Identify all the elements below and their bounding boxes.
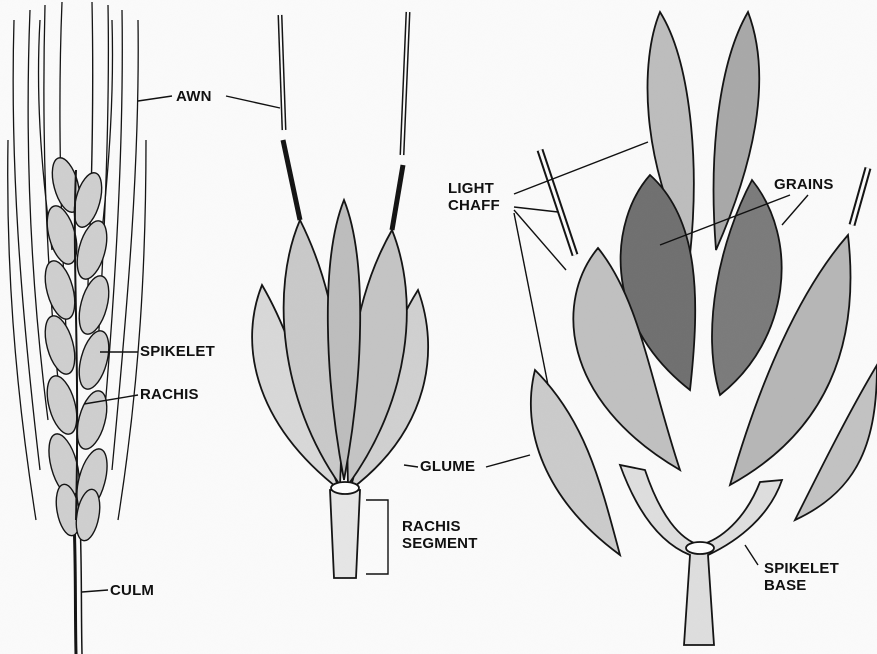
label-glume: GLUME (420, 458, 475, 475)
label-spikelet-base-line2: BASE (764, 577, 839, 594)
label-rachis-segment-line1: RACHIS (402, 518, 478, 535)
label-spikelet-base-line1: SPIKELET (764, 560, 839, 577)
label-light-chaff: LIGHT CHAFF (448, 180, 500, 214)
label-light-chaff-line2: CHAFF (448, 197, 500, 214)
label-rachis-segment-line2: SEGMENT (402, 535, 478, 552)
label-awn: AWN (176, 88, 212, 105)
label-spikelet-base: SPIKELET BASE (764, 560, 839, 594)
label-grains: GRAINS (774, 176, 834, 193)
label-spikelet: SPIKELET (140, 343, 215, 360)
label-culm: CULM (110, 582, 154, 599)
label-rachis-segment: RACHIS SEGMENT (402, 518, 478, 552)
label-light-chaff-line1: LIGHT (448, 180, 500, 197)
label-rachis: RACHIS (140, 386, 199, 403)
